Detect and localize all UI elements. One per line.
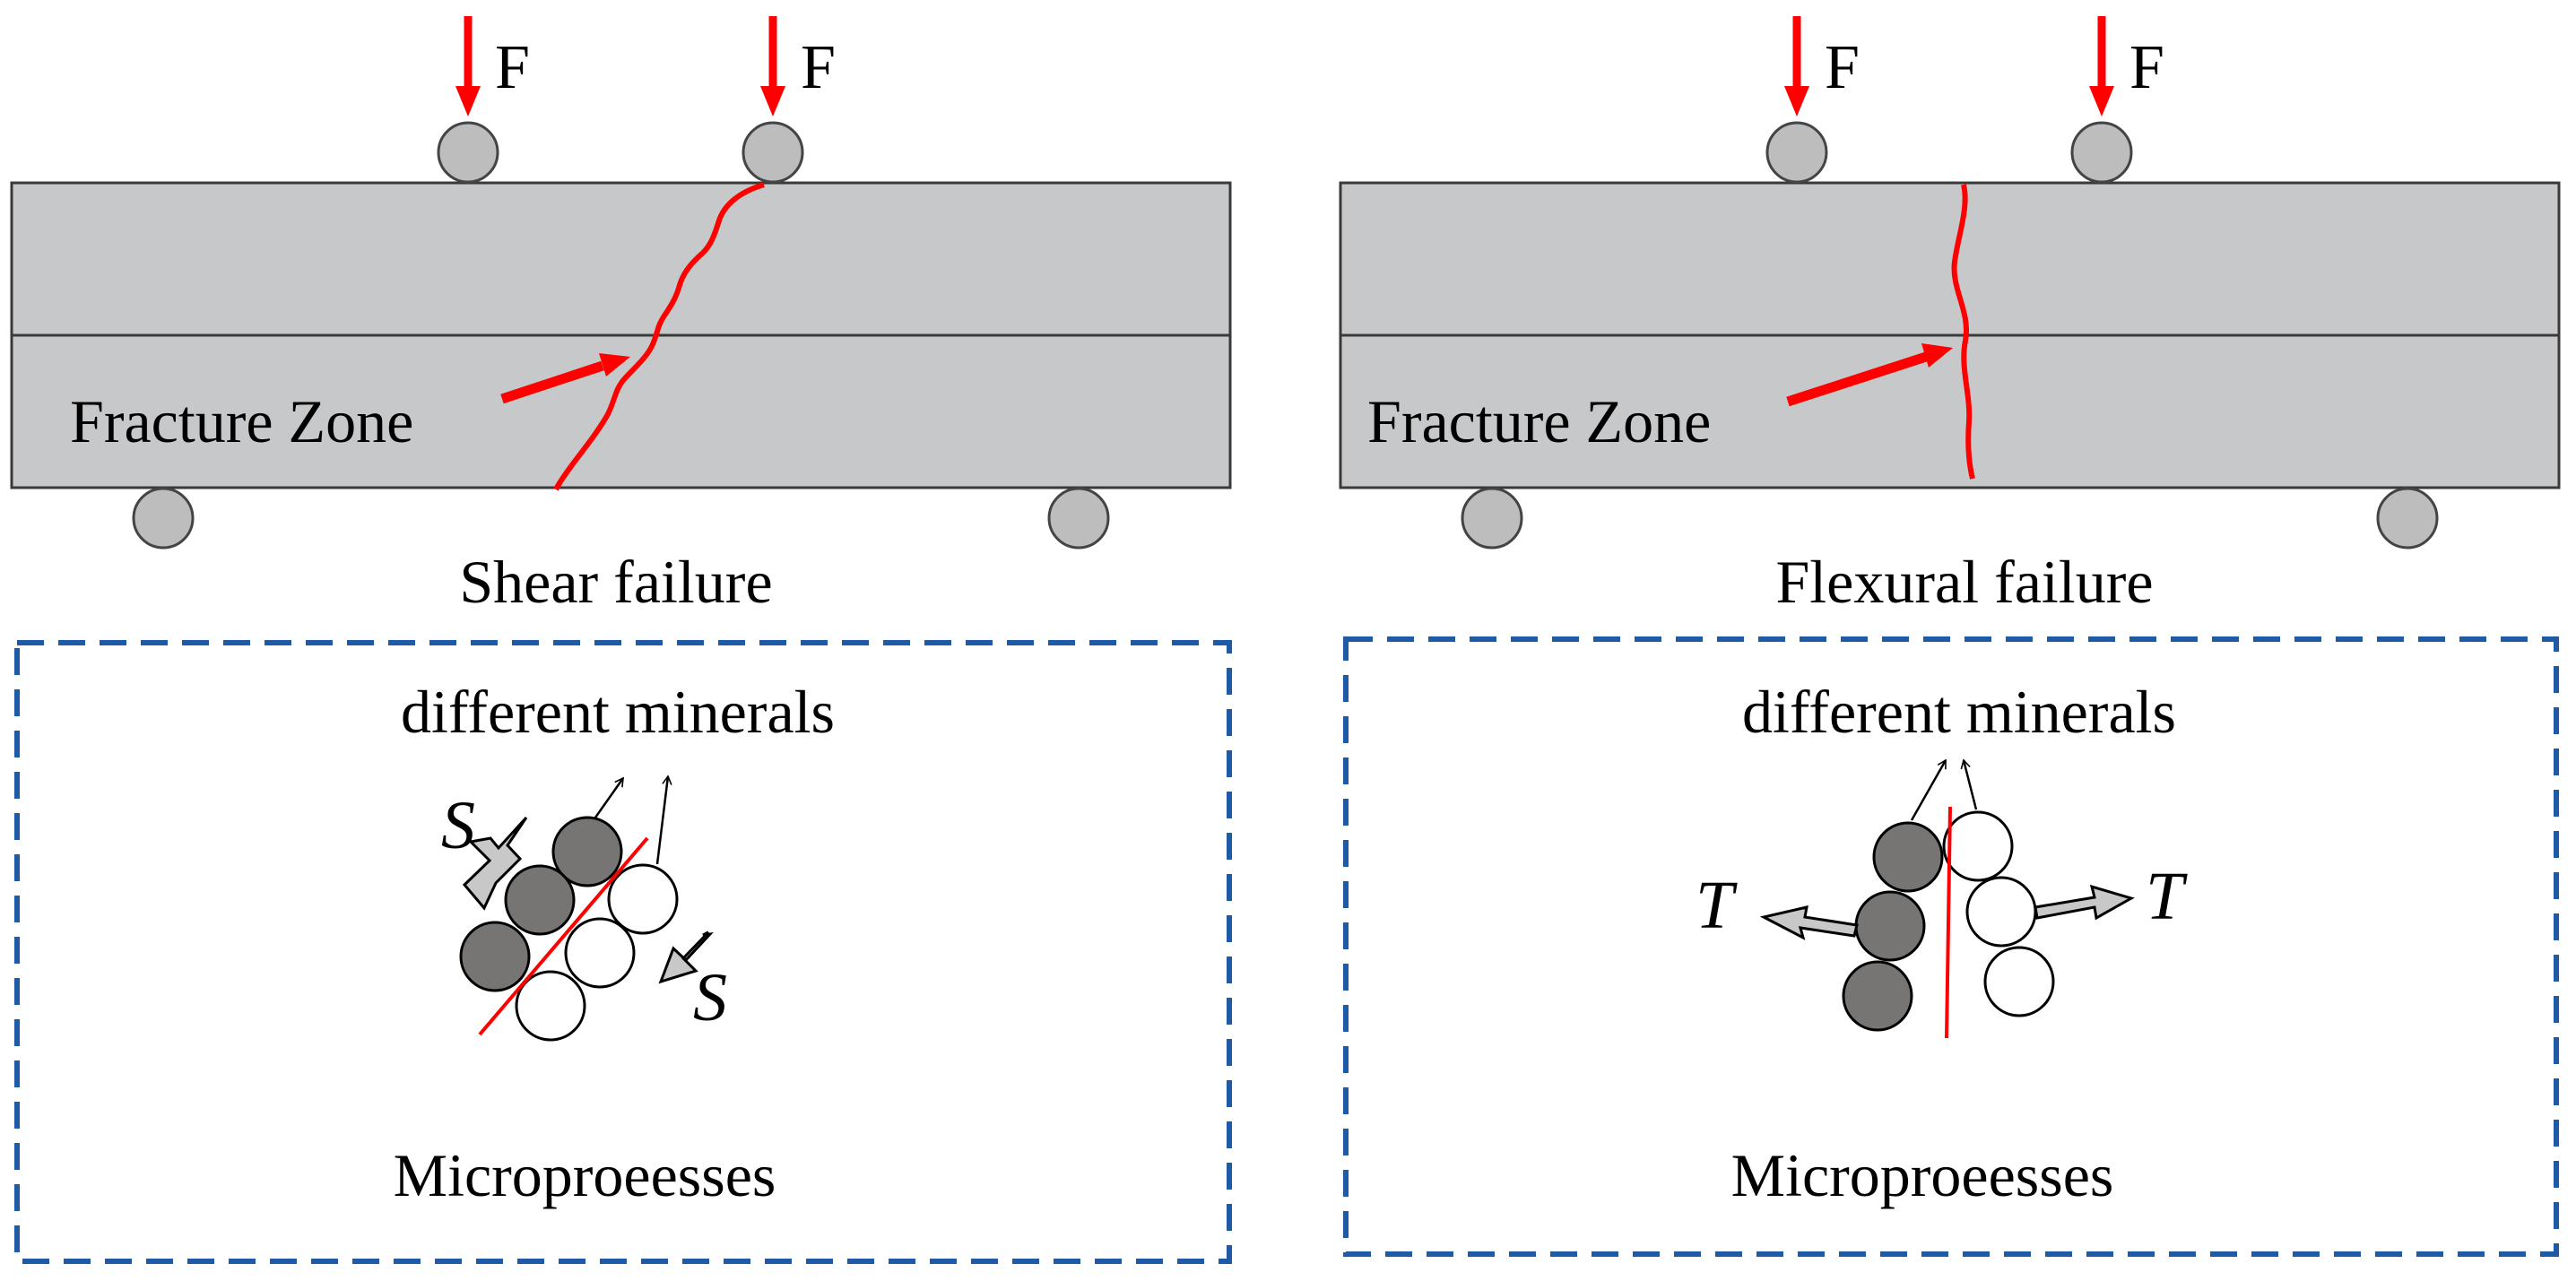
- load-label: F: [801, 33, 836, 102]
- leader-arrow-icon: [655, 775, 672, 865]
- tensile-stress-symbol: T: [2146, 859, 2188, 934]
- load-arrow-icon: [455, 16, 481, 117]
- mineral-grain-cluster: [1842, 810, 2055, 1032]
- inset-bottom-label: Microproeesses: [1731, 1141, 2114, 1209]
- mineral-grain-icon: [607, 863, 679, 935]
- load-arrow-icon: [1784, 16, 1809, 117]
- roller-support-icon: [2376, 487, 2439, 550]
- mineral-grain-icon: [1942, 810, 2014, 882]
- tensile-plane-line: [1945, 806, 1952, 1039]
- load-label: F: [1825, 33, 1860, 102]
- mineral-grain-icon: [1842, 960, 1913, 1032]
- mineral-grain-icon: [515, 970, 586, 1042]
- loading-roller-icon: [742, 121, 804, 184]
- leader-arrow-icon: [1960, 758, 1978, 810]
- shear-stress-arrow-icon: [462, 816, 528, 911]
- leader-arrow-icon: [594, 776, 625, 818]
- shear-stress-symbol: S: [441, 788, 475, 863]
- roller-support-icon: [1461, 487, 1523, 550]
- mineral-grain-cluster: [459, 816, 679, 1042]
- leader-arrow-icon: [1910, 758, 1947, 821]
- shear-crack-icon: [553, 182, 765, 491]
- fracture-zone-label: Fracture Zone: [70, 387, 413, 455]
- tensile-stress-symbol: T: [1696, 868, 1738, 943]
- load-label: F: [495, 33, 530, 102]
- mineral-grain-icon: [459, 921, 531, 992]
- loading-roller-icon: [2070, 121, 2133, 184]
- tensile-stress-arrow-icon: [1759, 905, 1859, 940]
- mineral-grain-icon: [564, 917, 636, 989]
- beam-shear: [10, 181, 1232, 489]
- shear-stress-arrow-icon: [658, 930, 714, 984]
- mineral-grain-icon: [551, 816, 623, 887]
- inset-top-label: different minerals: [401, 678, 835, 746]
- failure-title: Shear failure: [459, 548, 772, 616]
- mineral-grain-icon: [1872, 821, 1944, 893]
- inset-bottom-label: Microproeesses: [394, 1141, 776, 1209]
- mineral-grain-icon: [1854, 890, 1926, 962]
- inset-top-label: different minerals: [1742, 678, 2176, 746]
- microprocess-inset-box: [14, 640, 1232, 1264]
- microprocess-inset-box: [1343, 636, 2559, 1257]
- mineral-grain-icon: [1983, 946, 2055, 1017]
- roller-support-icon: [1047, 487, 1110, 550]
- fracture-pointer-arrow: [500, 353, 630, 404]
- shear-panel: F F Fracture Zone Shear failure differen…: [10, 16, 1232, 1264]
- beam-flexural: [1339, 181, 2561, 489]
- mineral-grain-icon: [1965, 876, 2037, 948]
- roller-support-icon: [132, 487, 195, 550]
- loading-roller-icon: [1765, 121, 1828, 184]
- fracture-pointer-arrow: [1786, 343, 1953, 407]
- load-label: F: [2129, 33, 2164, 102]
- fracture-zone-label: Fracture Zone: [1367, 387, 1711, 455]
- load-arrow-icon: [2089, 16, 2114, 117]
- load-arrow-icon: [760, 16, 785, 117]
- tensile-stress-arrow-icon: [2034, 884, 2135, 921]
- flexural-crack-icon: [1951, 184, 1975, 480]
- shear-stress-symbol: S: [693, 960, 727, 1035]
- mineral-grain-icon: [504, 864, 576, 936]
- shear-plane-line: [478, 836, 649, 1036]
- failure-title: Flexural failure: [1775, 548, 2153, 616]
- loading-roller-icon: [437, 121, 499, 184]
- flexural-panel: F F Fracture Zone Flexural failure diffe…: [1339, 16, 2561, 1257]
